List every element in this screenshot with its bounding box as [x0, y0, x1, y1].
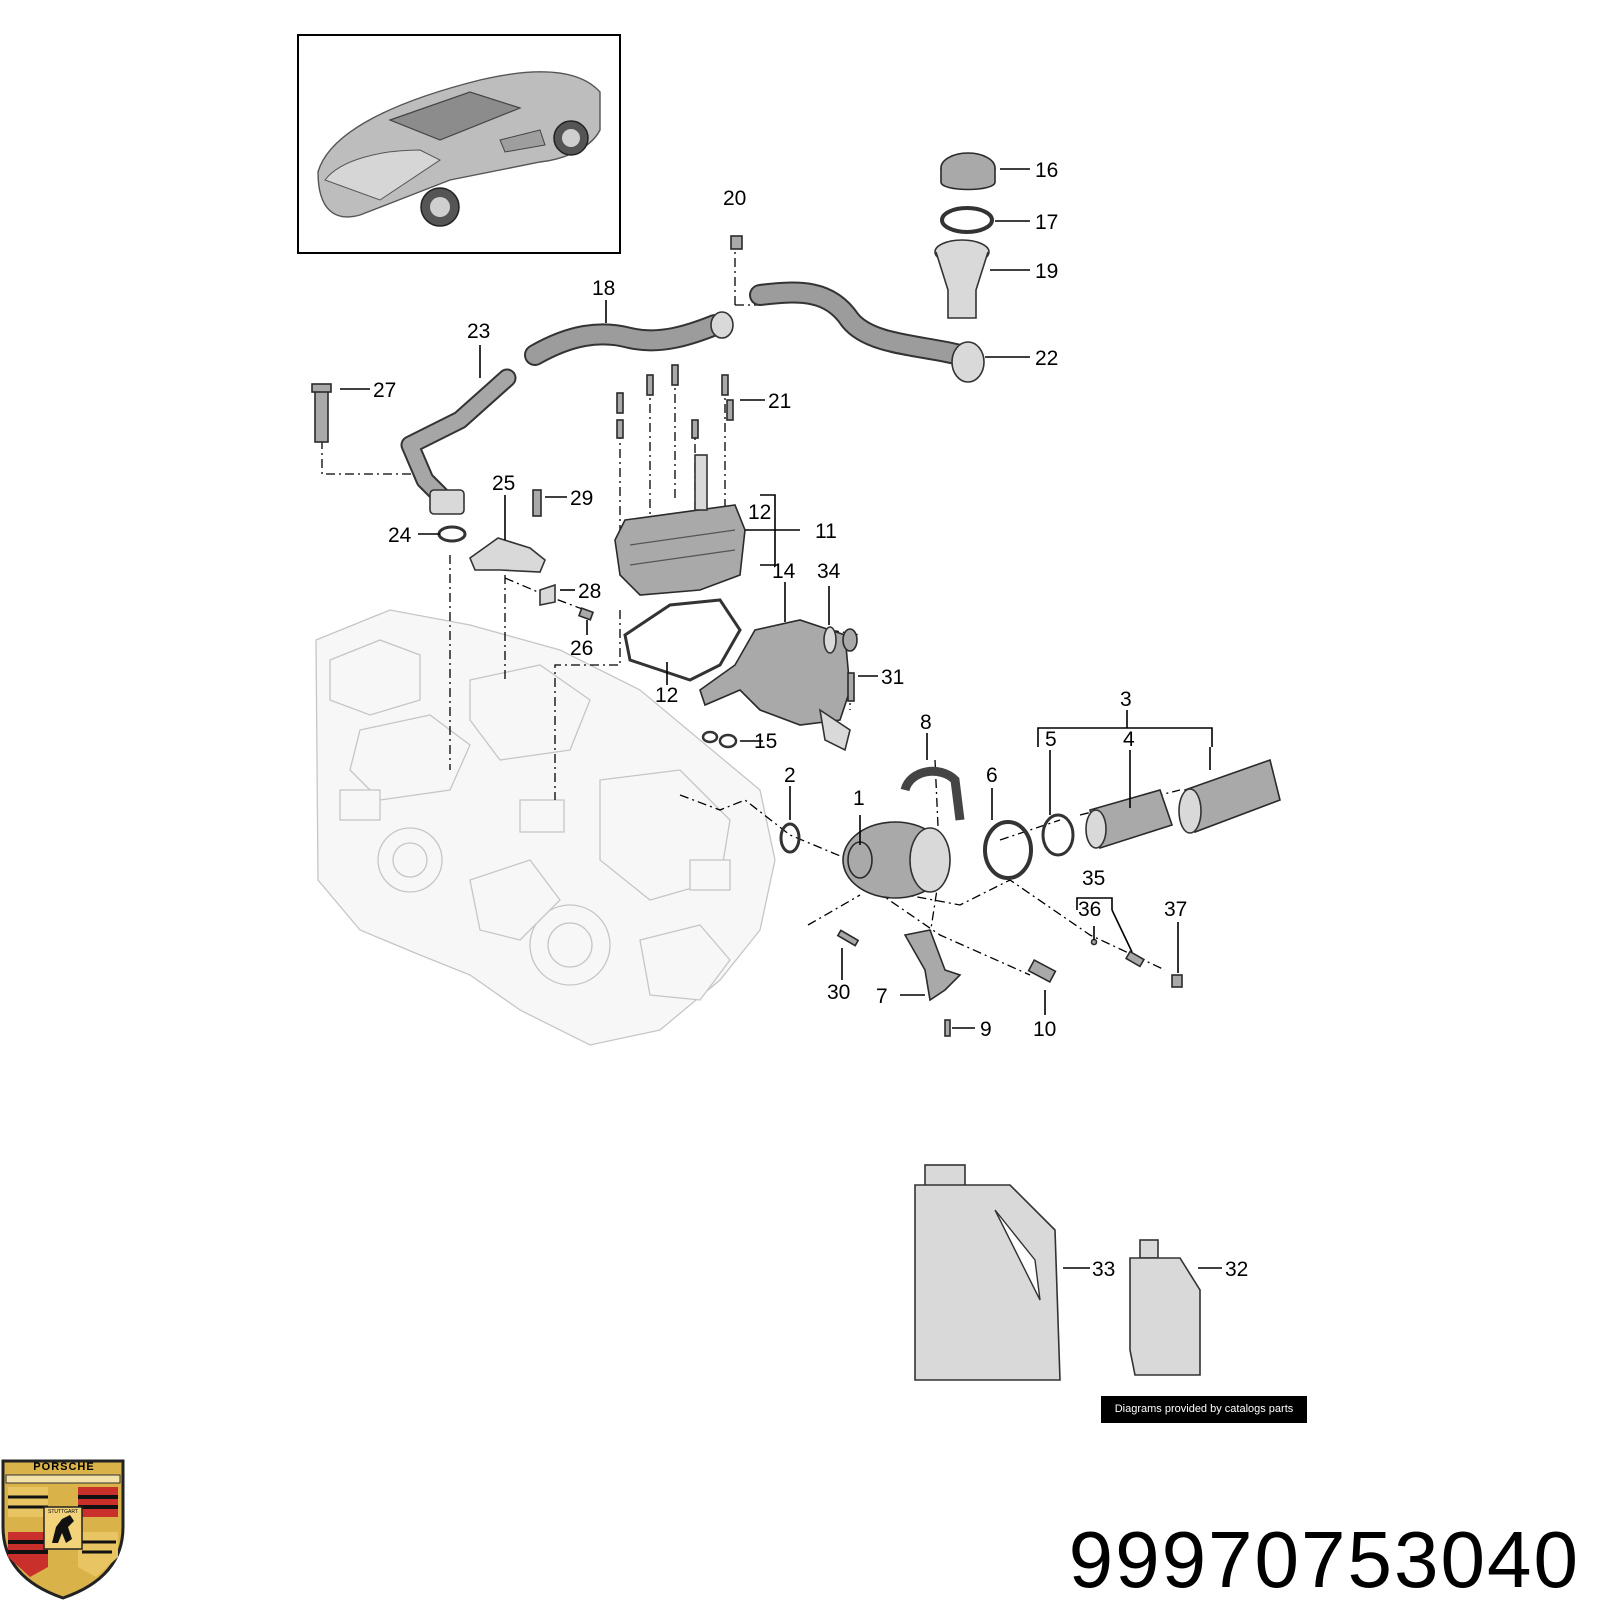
gasket-12	[623, 598, 742, 682]
callout-32: 32	[1225, 1258, 1248, 1281]
bolt-37	[1171, 974, 1183, 988]
sensor-10	[1027, 958, 1057, 984]
callout-35: 35	[1082, 867, 1105, 890]
leader-lines	[340, 168, 1222, 1269]
oil-pump-1	[842, 821, 951, 899]
callout-3: 3	[1120, 688, 1132, 711]
callout-20: 20	[723, 187, 746, 210]
diagram-credit-label: Diagrams provided by catalogs parts	[1101, 1396, 1307, 1423]
callout-26: 26	[570, 637, 593, 660]
filter-cover-3	[1178, 758, 1281, 834]
hose-18	[524, 311, 734, 366]
bolt-26	[577, 607, 595, 621]
o-ring-24	[437, 525, 467, 543]
bolt-27	[311, 383, 332, 443]
baffle-7	[903, 929, 962, 1002]
bracket-8	[900, 766, 965, 821]
callout-21: 21	[768, 390, 791, 413]
callout-37: 37	[1164, 898, 1187, 921]
callout-33: 33	[1092, 1258, 1115, 1281]
bolt-20	[730, 235, 743, 250]
callout-15: 15	[754, 730, 777, 753]
callout-19: 19	[1035, 260, 1058, 283]
callout-18: 18	[592, 277, 615, 300]
callout-4: 4	[1123, 728, 1135, 751]
porsche-crest-logo	[1, 1459, 125, 1600]
callout-36: 36	[1078, 898, 1101, 921]
bolt-9	[944, 1019, 951, 1037]
oil-canister-33	[914, 1164, 1061, 1381]
callout-7: 7	[876, 985, 888, 1008]
filter-element-4	[1085, 789, 1174, 850]
seal-6	[983, 820, 1033, 880]
sensor-36	[1090, 938, 1146, 968]
seal-15	[701, 730, 738, 749]
callout-23: 23	[467, 320, 490, 343]
callout-labels: 1 2 3 4 5 6 7 8 9 10 11 12 12 14 15 16 1…	[373, 159, 1248, 1281]
o-ring-5	[1041, 813, 1075, 857]
bolt-29	[532, 489, 542, 517]
callout-9: 9	[980, 1018, 992, 1041]
callout-27: 27	[373, 379, 396, 402]
filler-neck-19	[934, 239, 990, 319]
callout-11: 11	[815, 520, 837, 543]
callout-10: 10	[1033, 1018, 1056, 1041]
callout-16: 16	[1035, 159, 1058, 182]
bracket-25	[469, 537, 546, 573]
bolt-31	[847, 672, 855, 702]
oil-bottle-32	[1129, 1239, 1201, 1376]
hose-22	[749, 281, 985, 383]
callout-29: 29	[570, 487, 593, 510]
oil-cooler-11	[614, 454, 746, 596]
callout-25: 25	[492, 472, 515, 495]
callout-2: 2	[784, 764, 796, 787]
callout-30: 30	[827, 981, 850, 1004]
seal-ring-17	[940, 206, 994, 234]
callout-31: 31	[881, 666, 904, 689]
callout-1: 1	[853, 787, 865, 810]
callout-24: 24	[388, 524, 412, 547]
callout-12-top: 12	[748, 501, 771, 524]
seal-34	[823, 626, 858, 654]
callout-12-gasket: 12	[655, 684, 678, 707]
o-ring-2	[779, 822, 801, 854]
pipe-23	[400, 368, 517, 515]
logo-brand-text: PORSCHE	[33, 1461, 95, 1473]
callout-17: 17	[1035, 211, 1058, 234]
callout-6: 6	[986, 764, 998, 787]
callout-22: 22	[1035, 347, 1058, 370]
stud-30	[836, 929, 860, 947]
callout-34: 34	[817, 560, 841, 583]
callout-8: 8	[920, 711, 932, 734]
oil-filler-cap	[940, 152, 996, 191]
part-number: 99970753040	[1068, 1515, 1580, 1604]
bracket-28	[539, 583, 556, 606]
callout-14: 14	[772, 560, 796, 583]
logo-city-text: STUTTGART	[48, 1509, 78, 1515]
callout-5: 5	[1045, 728, 1057, 751]
vehicle-thumbnail	[297, 34, 621, 254]
oil-filter-housing-14	[699, 619, 851, 752]
engine-block	[315, 609, 776, 1046]
bolts-21	[616, 364, 734, 439]
callout-28: 28	[578, 580, 601, 603]
